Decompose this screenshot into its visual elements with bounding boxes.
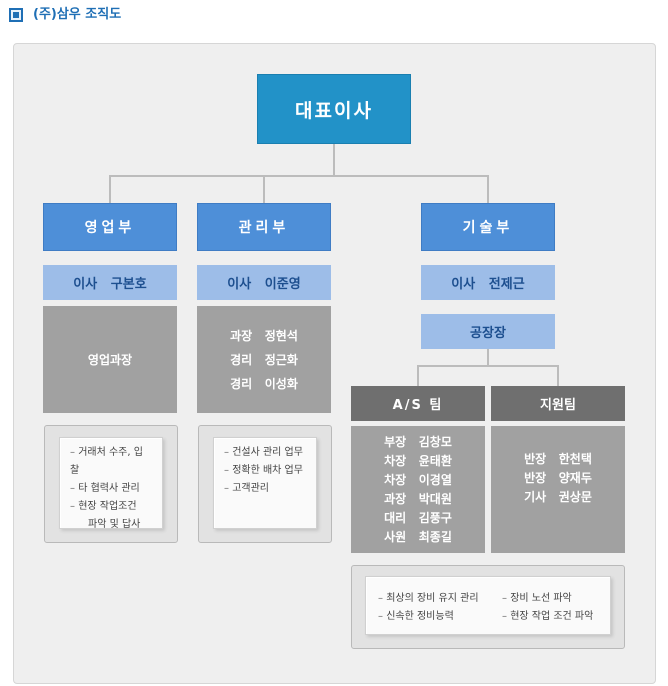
staff-line: 과장 정현석 [230,328,298,343]
connector-dept3 [487,175,489,203]
staff-line: 경리 이성화 [230,376,298,391]
director-sales: 이사 구본호 [43,265,177,300]
duty-item: 타 협력사 관리 [70,480,152,498]
members-box-support: 반장 한천택 반장 양재두 기사 권상문 [491,426,625,553]
staff-box-sales: 영업과장 [43,306,177,413]
director-admin: 이사 이준영 [197,265,331,300]
member-line: 반장 한천택 [524,452,592,466]
page-title: (주)삼우 조직도 [33,7,122,22]
member-line: 과장 박대원 [384,491,452,506]
connector-plant-down [487,348,489,366]
members-box-as: 부장 김창모 차장 윤태환 차장 이경열 과장 박대원 대리 김풍구 사원 최종… [351,426,485,553]
staff-line: 영업과장 [87,352,133,367]
duties-box-admin: 건설사 관리 업무 정확한 배차 업무 고객관리 [213,437,317,529]
member-line: 사원 최종길 [384,529,452,544]
duty-item: 정확한 배차 업무 [224,462,306,480]
duties-box-tech: 최상의 장비 유지 관리 장비 노선 파악 신속한 정비능력 현장 작업 조건 … [365,576,611,635]
duty-item: 최상의 장비 유지 관리 [378,590,496,608]
member-line: 차장 이경열 [384,472,452,487]
staff-box-admin: 과장 정현석 경리 정근화 경리 이성화 [197,306,331,413]
dept-tech: 기술부 [421,203,555,251]
member-line: 대리 김풍구 [384,510,452,525]
connector-dept1 [109,175,111,203]
team-as: A/S 팀 [351,386,485,421]
duty-item: 고객관리 [224,480,306,498]
plant-manager-box: 공장장 [421,314,555,349]
member-line: 부장 김창모 [384,434,452,449]
connector-dept-horizontal [109,175,489,177]
team-support: 지원팀 [491,386,625,421]
director-tech: 이사 전제근 [421,265,555,300]
duty-item: 현장 작업 조건 파악 [502,608,602,626]
member-line: 차장 윤태환 [384,453,452,468]
member-line: 기사 권상문 [524,490,592,504]
dept-sales: 영업부 [43,203,177,251]
connector-dept2 [263,175,265,203]
dept-admin: 관리부 [197,203,331,251]
duty-item: 신속한 정비능력 [378,608,496,626]
staff-line: 경리 정근화 [230,352,298,367]
connector-ceo-down [333,144,335,176]
duty-item: 현장 작업조건 [70,498,152,516]
member-line: 반장 양재두 [524,471,592,485]
duty-item: 거래처 수주, 입찰 [70,444,152,480]
duty-item: 건설사 관리 업무 [224,444,306,462]
connector-team2 [557,365,559,386]
connector-team1 [417,365,419,386]
duties-box-sales: 거래처 수주, 입찰 타 협력사 관리 현장 작업조건 파악 및 답사 [59,437,163,530]
title-icon [9,8,23,22]
duty-item: 장비 노선 파악 [502,590,602,608]
connector-team-horizontal [417,365,559,367]
duty-item-continued: 파악 및 답사 [88,519,141,530]
ceo-box: 대표이사 [257,74,411,144]
